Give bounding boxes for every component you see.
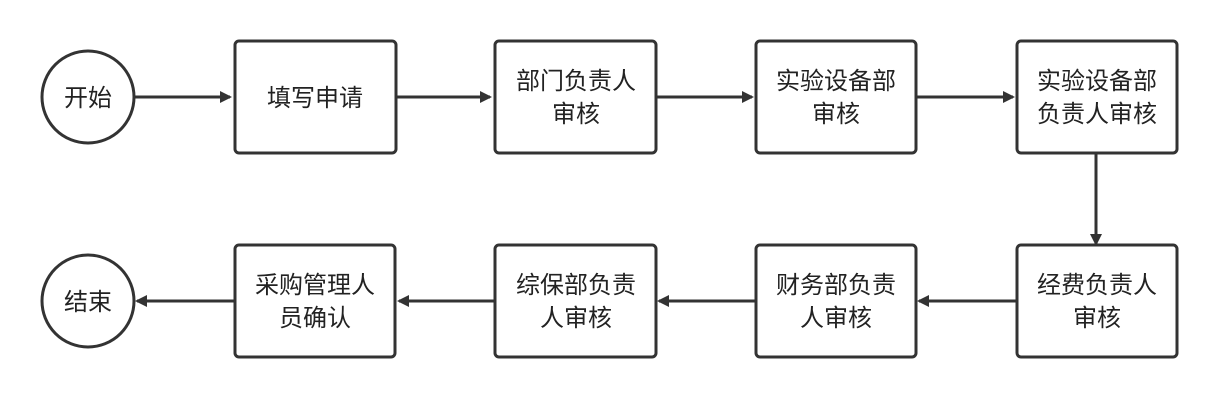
lab-equipment-head-review-label-line-1: 实验设备部 xyxy=(1037,67,1157,95)
lab-equipment-dept-review-label-line-1: 实验设备部 xyxy=(776,67,896,95)
procurement-confirm-label-line-1: 采购管理人 xyxy=(255,271,375,299)
start-node-label: 开始 xyxy=(64,84,112,112)
dept-head-review-node[interactable]: 部门负责人 审核 xyxy=(493,39,658,155)
lab-equipment-head-review-node[interactable]: 实验设备部 负责人审核 xyxy=(1015,39,1179,155)
end-node-label: 结束 xyxy=(64,288,112,316)
general-security-head-review-label-line-1: 综保部负责 xyxy=(516,271,636,299)
fill-application-node[interactable]: 填写申请 xyxy=(233,39,398,155)
lab-equipment-head-review-label-line-2: 负责人审核 xyxy=(1037,100,1157,128)
general-security-head-review-node[interactable]: 综保部负责 人审核 xyxy=(493,243,658,359)
dept-head-review-label-line-1: 部门负责人 xyxy=(516,67,636,95)
funding-head-review-label-line-1: 经费负责人 xyxy=(1037,271,1157,299)
funding-head-review-label-line-2: 审核 xyxy=(1073,304,1121,332)
funding-head-review-node[interactable]: 经费负责人 审核 xyxy=(1015,243,1179,359)
end-node[interactable]: 结束 xyxy=(40,253,136,349)
general-security-head-review-label-line-2: 人审核 xyxy=(540,304,612,332)
lab-equipment-dept-review-label-line-2: 审核 xyxy=(812,100,860,128)
fill-application-label: 填写申请 xyxy=(267,84,363,112)
finance-head-review-label-line-1: 财务部负责 xyxy=(776,271,896,299)
lab-equipment-dept-review-node[interactable]: 实验设备部 审核 xyxy=(754,39,918,155)
finance-head-review-node[interactable]: 财务部负责 人审核 xyxy=(754,243,918,359)
start-node[interactable]: 开始 xyxy=(40,49,136,145)
procurement-confirm-label-line-2: 员确认 xyxy=(279,304,351,332)
dept-head-review-label-line-2: 审核 xyxy=(552,100,600,128)
finance-head-review-label-line-2: 人审核 xyxy=(800,304,872,332)
edges xyxy=(134,91,1102,307)
procurement-confirm-node[interactable]: 采购管理人 员确认 xyxy=(233,243,397,359)
